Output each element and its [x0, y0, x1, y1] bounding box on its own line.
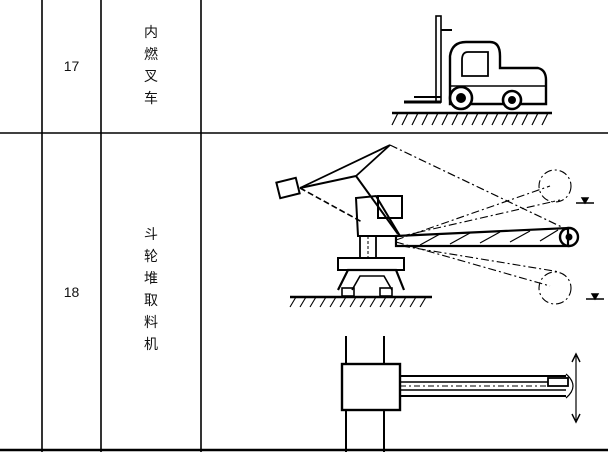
bucket-wheel-stacker-reclaimer-icon	[275, 144, 604, 308]
name-char: 叉	[144, 69, 158, 85]
name-char: 车	[144, 91, 158, 107]
row-number: 17	[63, 58, 80, 74]
forklift-icon	[391, 15, 552, 126]
name-char: 取	[144, 293, 158, 309]
name-char: 斗	[144, 227, 158, 243]
name-char: 堆	[144, 271, 158, 287]
name-char: 内	[144, 25, 158, 41]
name-char: 轮	[144, 249, 158, 265]
stacker-reclaimer-plan-view	[340, 336, 581, 452]
name-char: 机	[144, 337, 158, 353]
row-number: 18	[63, 284, 80, 300]
name-char: 燃	[144, 47, 158, 63]
equipment-name: 斗 轮 堆 取 料 机	[141, 224, 161, 356]
name-char: 料	[144, 315, 158, 331]
equipment-name: 内 燃 叉 车	[141, 22, 161, 110]
